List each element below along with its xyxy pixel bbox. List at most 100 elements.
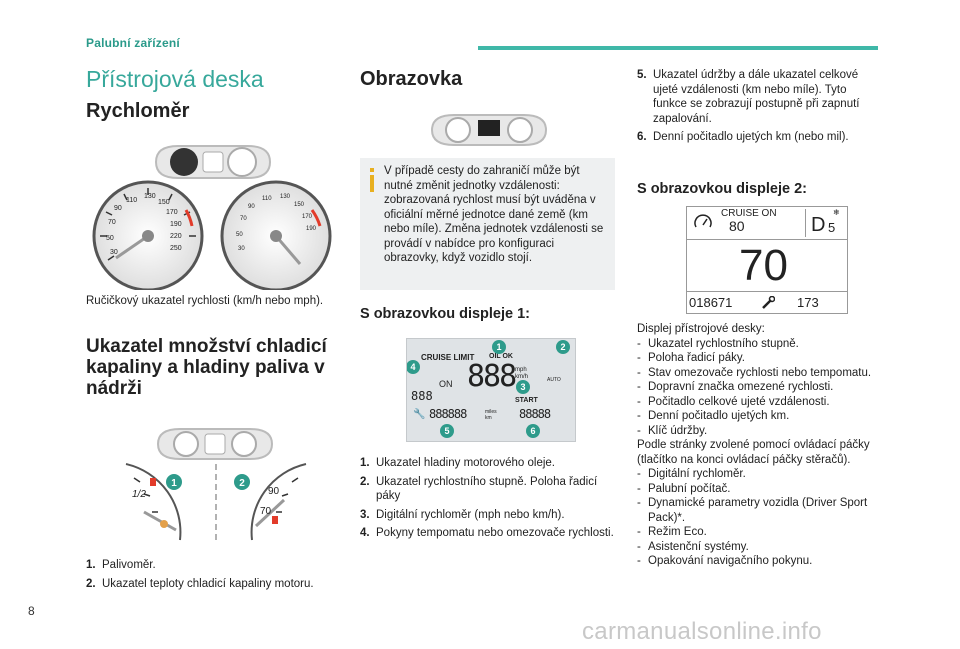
svg-text:50: 50 — [106, 235, 114, 242]
display1-list: 1.Ukazatel hladiny motorového oleje. 2.U… — [360, 456, 615, 545]
lcd-miles: miles km — [485, 409, 497, 421]
list-item: 6.Denní počitadlo ujetých km (nebo mil). — [637, 131, 849, 143]
list-item: 4.Pokyny tempomatu nebo omezovače rychlo… — [360, 527, 614, 539]
svg-text:170: 170 — [166, 209, 178, 216]
svg-text:90: 90 — [114, 205, 122, 212]
svg-text:2: 2 — [560, 342, 565, 352]
svg-text:190: 190 — [170, 221, 182, 228]
speedometer-caption: Ručičkový ukazatel rychlosti (km/h nebo … — [86, 295, 324, 307]
speedometer-heading: Rychloměr — [86, 100, 190, 122]
svg-text:🔧: 🔧 — [413, 407, 425, 420]
coolant-list: 1.Palivoměr. 2.Ukazatel teploty chladicí… — [86, 558, 356, 595]
svg-text:70: 70 — [240, 216, 247, 222]
svg-text:2: 2 — [239, 478, 245, 489]
info-icon — [370, 168, 374, 192]
section-title: Palubní zařízení — [86, 36, 180, 50]
svg-text:6: 6 — [530, 426, 535, 436]
list-item: -Dopravní značka omezené rychlosti. — [637, 381, 834, 393]
svg-text:30: 30 — [238, 246, 245, 252]
list-item: 5.Ukazatel údržby a dále ukazatel celkov… — [637, 69, 860, 125]
list-item: -Režim Eco. — [637, 526, 707, 538]
lcd-trip: 88888 — [519, 407, 551, 421]
svg-text:50: 50 — [236, 232, 243, 238]
lcd-start: START — [515, 397, 538, 404]
lcd-oil-ok: OIL OK — [489, 353, 513, 360]
fuel-temp-gauges-icon: 1 2 — [125, 463, 307, 541]
list-item: -Opakování navigačního pokynu. — [637, 555, 813, 567]
page-number: 8 — [28, 604, 35, 618]
temp-70-label: 70 — [260, 506, 272, 517]
d2-service: 173 — [797, 295, 819, 310]
svg-text:4: 4 — [410, 362, 415, 372]
svg-text:170: 170 — [302, 214, 313, 220]
svg-text:1: 1 — [171, 478, 177, 489]
list-item: -Asistenční systémy. — [637, 540, 749, 553]
list-item: 3.Digitální rychloměr (mph nebo km/h). — [360, 508, 565, 521]
lcd-auto: AUTO — [547, 377, 561, 383]
lcd-odometer: 888888 — [429, 407, 467, 421]
list-item: -Dynamické parametry vozidla (Driver Spo… — [637, 497, 868, 524]
svg-text:130: 130 — [280, 194, 291, 200]
list-item: -Denní počitadlo ujetých km. — [637, 410, 790, 422]
svg-text:30: 30 — [110, 249, 118, 256]
d2-gear-num: 5 — [828, 220, 836, 235]
wrench-icon — [762, 296, 775, 309]
temp-90-label: 90 — [268, 486, 280, 497]
lcd-small-digits: 888 — [411, 389, 433, 403]
watermark: carmanualsonline.info — [582, 618, 822, 645]
svg-text:110: 110 — [126, 197, 137, 204]
svg-text:1: 1 — [496, 342, 501, 352]
display2-panel: CRUISE ON 80 D 5 ❄ 70 018671 173 — [686, 206, 848, 314]
lcd-cruise-limit: CRUISE LIMIT — [421, 353, 475, 362]
list-item: -Klíč údržby. — [637, 424, 708, 437]
svg-text:190: 190 — [306, 226, 317, 232]
screen-heading: Obrazovka — [360, 68, 463, 90]
mid-text: Podle stránky zvolené pomocí ovládací pá… — [637, 439, 870, 466]
display-intro: Displej přístrojové desky: — [637, 323, 765, 335]
list-item: 1.Palivoměr. — [86, 559, 156, 571]
list-item: -Poloha řadicí páky. — [637, 352, 745, 364]
svg-text:130: 130 — [144, 193, 156, 200]
d2-set-speed: 80 — [729, 218, 745, 234]
d2-odometer: 018671 — [689, 295, 733, 310]
lcd-units: mph km/h — [515, 367, 529, 380]
svg-text:250: 250 — [170, 245, 182, 252]
lcd-callouts-icon: 🔧 1 2 3 4 5 6 — [407, 340, 570, 438]
cluster-outline-2-icon — [156, 428, 274, 460]
svg-text:5: 5 — [444, 426, 449, 436]
lcd-speed-digits: 888 — [467, 359, 517, 394]
info-box: V případě cesty do zahraničí může být nu… — [360, 158, 615, 290]
list-item: 2.Ukazatel teploty chladicí kapaliny mot… — [86, 577, 314, 590]
speedometer-icon — [694, 214, 712, 228]
list-item: 2.Ukazatel rychlostního stupně. Poloha ř… — [360, 475, 598, 503]
d2-gear: D — [811, 214, 826, 236]
list-item: -Stav omezovače rychlosti nebo tempomatu… — [637, 366, 872, 379]
fuel-half-label: 1/2 — [132, 489, 146, 500]
cluster-screen-icon — [430, 114, 548, 146]
header-bar — [478, 46, 878, 50]
list-item: 1.Ukazatel hladiny motorového oleje. — [360, 457, 555, 469]
cluster-outline-icon — [154, 145, 272, 179]
display2-heading: S obrazovkou displeje 2: — [637, 181, 808, 197]
list-item: -Počitadlo celkové ujeté vzdálenosti. — [637, 395, 830, 408]
svg-text:90: 90 — [248, 204, 255, 210]
display-description: Displej přístrojové desky: -Ukazatel ryc… — [637, 322, 897, 569]
d2-line-top — [687, 239, 847, 240]
d2-speed: 70 — [739, 241, 788, 290]
d2-line-bottom — [687, 291, 847, 292]
right-list: 5.Ukazatel údržby a dále ukazatel celkov… — [637, 68, 882, 149]
d2-divider — [805, 209, 806, 237]
display1-panel: CRUISE LIMIT OIL OK 888 mph km/h ON AUTO… — [406, 338, 576, 442]
snowflake-icon: ❄ — [833, 208, 840, 217]
list-item: -Digitální rychloměr. — [637, 468, 746, 480]
list-item: -Ukazatel rychlostního stupně. — [637, 337, 799, 350]
coolant-fuel-heading: Ukazatel množství chladicí kapaliny a hl… — [86, 336, 327, 399]
svg-text:110: 110 — [262, 196, 272, 202]
display1-heading: S obrazovkou displeje 1: — [360, 306, 531, 322]
lcd-on: ON — [439, 379, 453, 389]
svg-text:150: 150 — [294, 202, 305, 208]
svg-text:150: 150 — [158, 199, 170, 206]
d2-cruise-on: CRUISE ON — [721, 208, 777, 219]
page-title: Přístrojová deska — [86, 66, 264, 92]
